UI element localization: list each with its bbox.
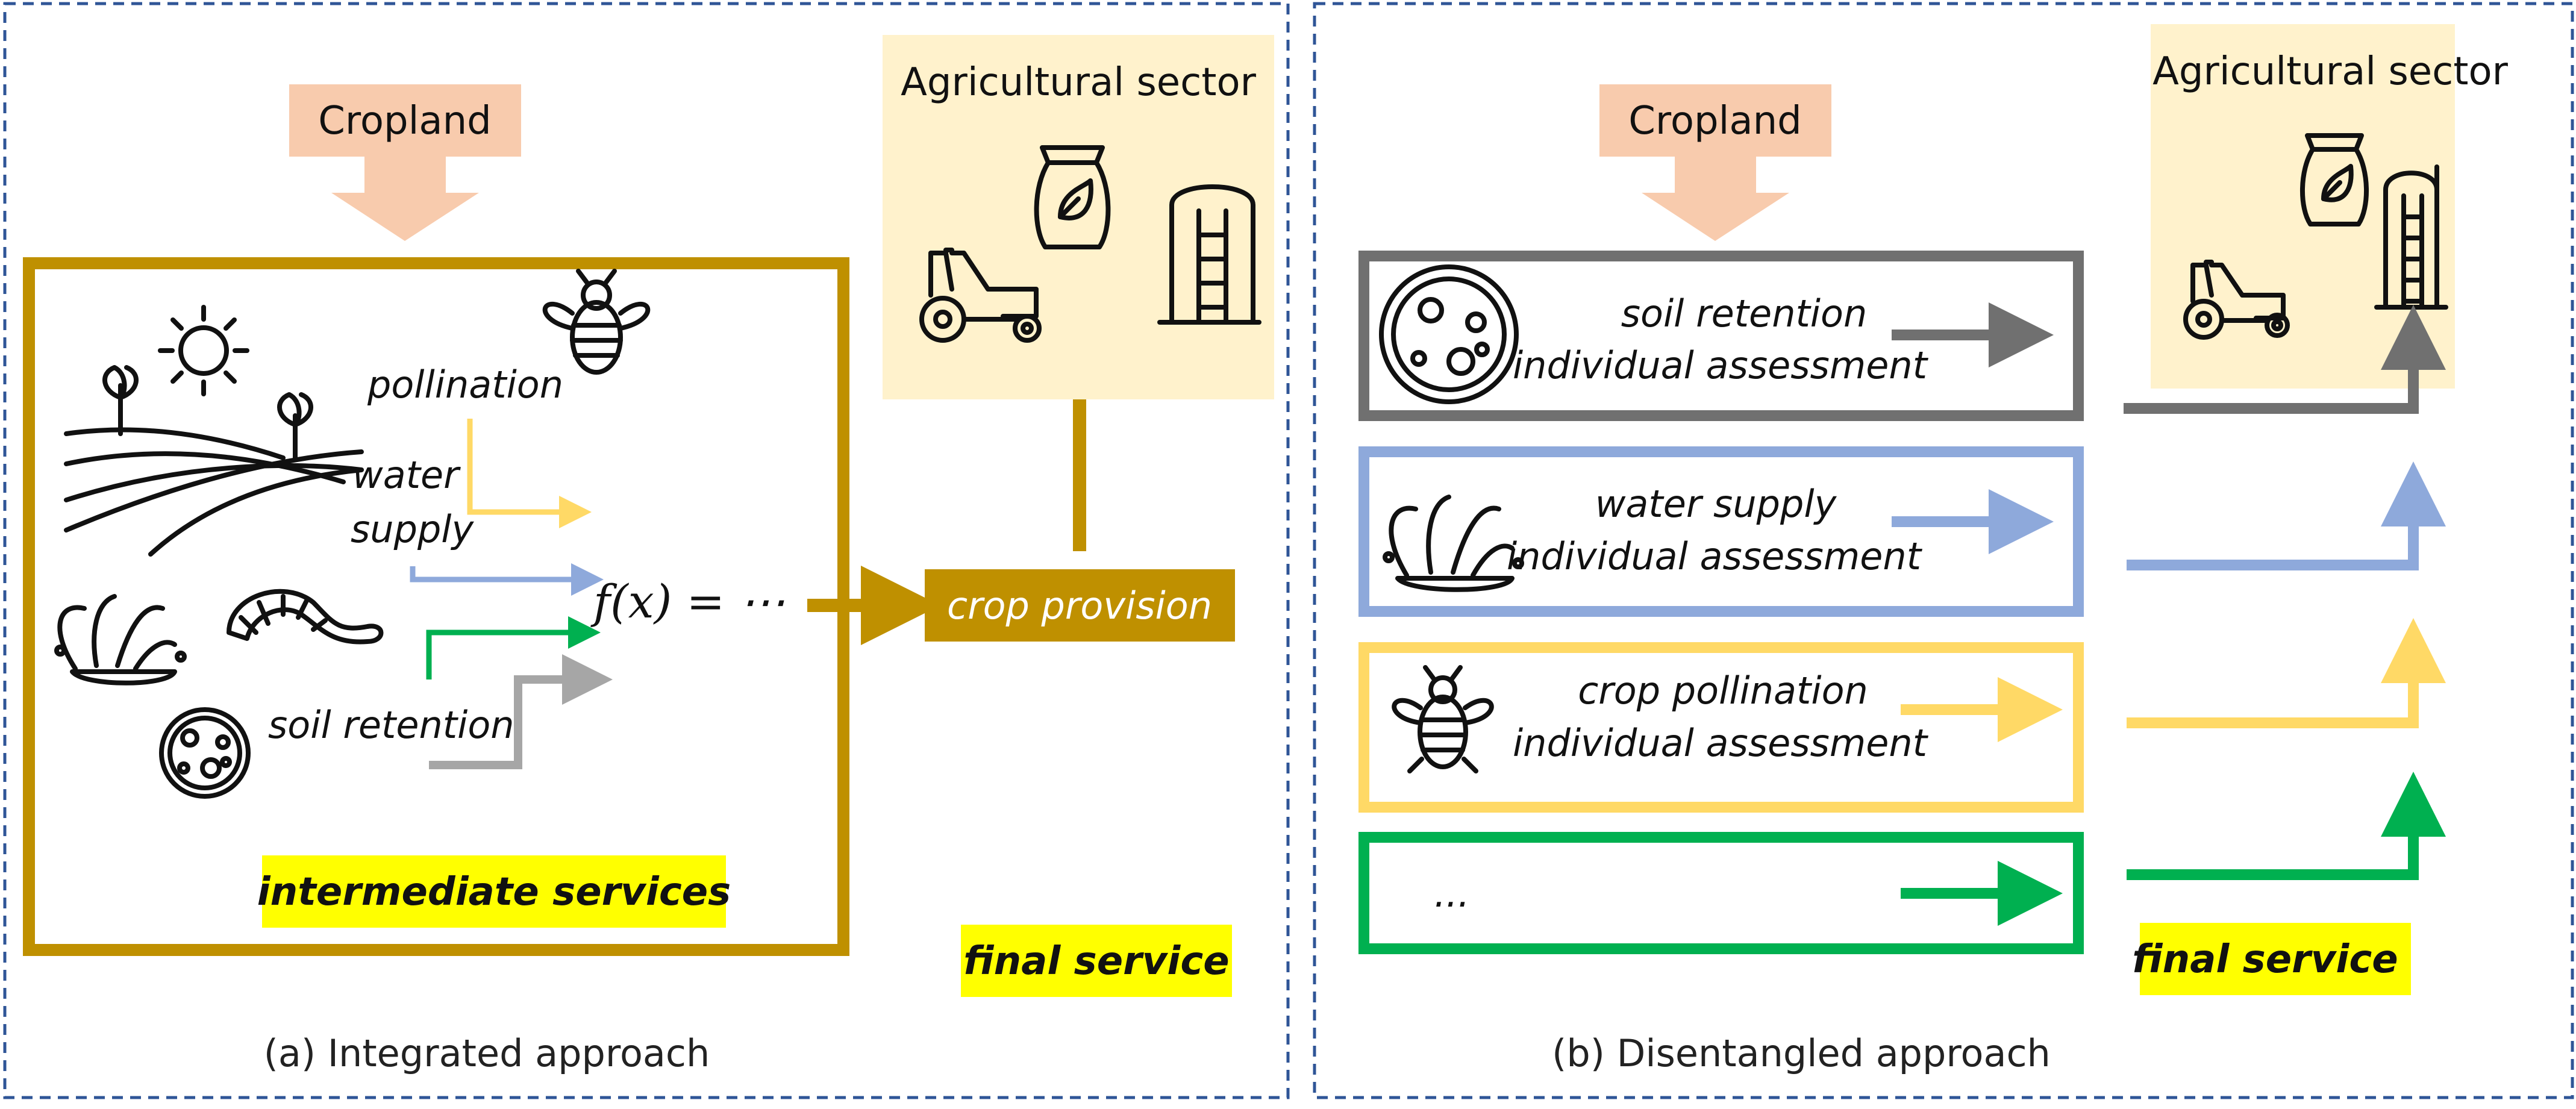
cropland-arrow-b: Cropland [1599, 84, 1831, 241]
cropland-arrow-a: Cropland [289, 84, 521, 241]
intermediate-services-label: intermediate services [257, 870, 731, 914]
function-label: f(x) = ⋯ [590, 575, 785, 628]
water-label-line2: supply [351, 507, 475, 551]
row-other-label: ... [1434, 872, 1469, 916]
row-water-box [1358, 446, 2084, 617]
cropland-label-b: Cropland [1628, 99, 1802, 143]
soil-icon-b [1379, 264, 1519, 404]
water-splash-icon-a [54, 594, 187, 686]
final-highlight-b [2140, 923, 2411, 995]
crop-provision-box [925, 569, 1235, 642]
row-pollination-line1: crop pollination [1578, 669, 1868, 713]
caption-a: (a) Integrated approach [264, 1031, 710, 1075]
row-water-line2: individual assessment [1507, 534, 1923, 578]
row-pollination-outer-arrow [2127, 618, 2446, 728]
final-service-label-b: final service [2132, 937, 2398, 982]
sector-title-b: Agricultural sector [2152, 49, 2509, 94]
field-icon [64, 365, 364, 557]
panel-a: Cropland [3, 2, 1290, 1099]
panel-b: Cropland Agricultural sector [1313, 2, 2574, 1099]
soil-retention-label-a: soil retention [268, 703, 514, 747]
pollination-arrow [467, 419, 592, 528]
cropland-label-a: Cropland [318, 99, 492, 143]
bee-icon-a [542, 269, 651, 375]
row-soil-box [1358, 251, 2084, 421]
row-other-box [1358, 832, 2084, 954]
panel-b-border [1313, 2, 2574, 1099]
silo-icon-a [1157, 184, 1261, 325]
row-other-outer-arrow [2127, 772, 2446, 880]
bee-icon-b [1392, 665, 1494, 773]
final-highlight-a [961, 925, 1232, 997]
caption-b: (b) Disentangled approach [1552, 1031, 2051, 1075]
water-label-line1: water [352, 453, 461, 497]
fertilizer-bag-icon-b [2300, 133, 2369, 226]
row-soil-outer-arrow [2124, 305, 2446, 414]
water-splash-icon-b [1383, 495, 1524, 592]
sector-title-a: Agricultural sector [901, 60, 1257, 105]
soil-retention-arrow [429, 654, 613, 769]
row-water-outer-arrow [2127, 461, 2446, 570]
fertilizer-bag-icon-a [1034, 145, 1111, 249]
tractor-icon-a [919, 248, 1042, 343]
water-supply-arrow [410, 563, 604, 596]
row-pollination-line2: individual assessment [1513, 721, 1929, 765]
soil-icon-a [159, 707, 251, 799]
worm-icon [227, 589, 384, 645]
intermediate-highlight [262, 855, 726, 928]
tractor-icon-b [2183, 260, 2290, 340]
panel-a-border [3, 2, 1290, 1099]
row-water-line1: water supply [1595, 482, 1837, 526]
row-soil-line2: individual assessment [1513, 343, 1929, 387]
row-soil-line1: soil retention [1621, 292, 1868, 336]
final-service-label-a: final service [963, 939, 1229, 984]
pollination-label: pollination [367, 363, 563, 407]
sun-icon [158, 305, 249, 396]
crop-provision-label: crop provision [947, 584, 1212, 628]
pollination-green-arrow [426, 616, 601, 679]
row-pollination-box [1358, 642, 2084, 813]
